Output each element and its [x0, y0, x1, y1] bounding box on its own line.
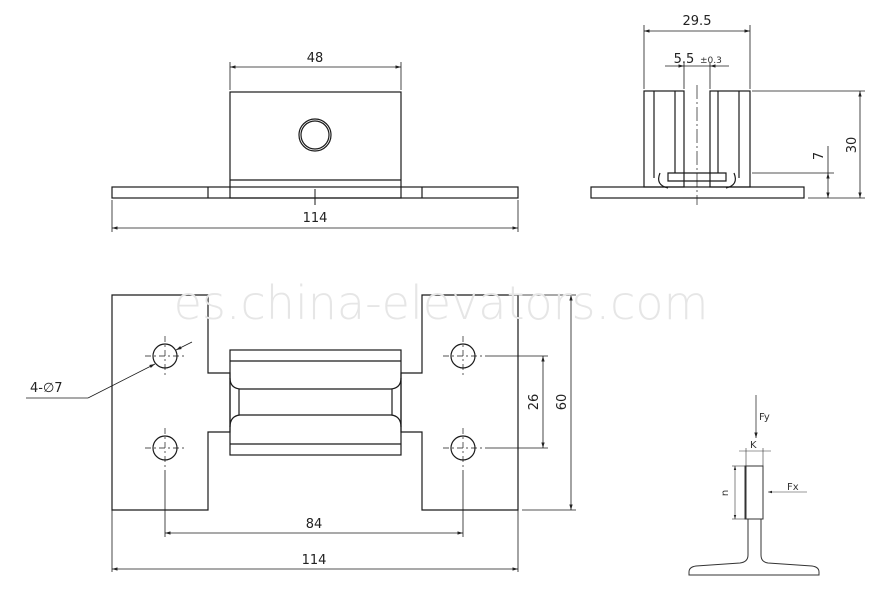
dim-60: 60 [555, 394, 570, 411]
watermark: es.china-elevators.com [174, 276, 709, 330]
rail-foot [688, 519, 820, 576]
roller-body [229, 349, 402, 456]
side-view [590, 25, 865, 205]
dim-7: 7 [812, 152, 827, 160]
dim-5-5: 5.5 [674, 52, 695, 67]
dim-48: 48 [307, 51, 324, 66]
dim-tolerance: ±0.3 [700, 56, 722, 66]
dim-84: 84 [306, 517, 323, 532]
dim-114-front: 114 [303, 211, 328, 226]
dim-114-plan: 114 [302, 553, 327, 568]
label-fy: Fy [759, 412, 770, 423]
side-base-plate [590, 186, 805, 199]
label-fx: Fx [787, 482, 799, 493]
dim-29-5: 29.5 [683, 14, 712, 29]
front-view [111, 62, 519, 232]
dim-30: 30 [845, 137, 860, 154]
hole-callout: 4-∅7 [30, 381, 63, 396]
label-k: K [750, 440, 757, 451]
rail-diagram [688, 395, 820, 576]
dim-26: 26 [527, 394, 542, 411]
bolt-hole-icon [298, 118, 332, 152]
front-body [229, 91, 402, 199]
rail-head [744, 465, 764, 520]
label-n: n [720, 490, 731, 496]
plan-view [26, 294, 576, 572]
